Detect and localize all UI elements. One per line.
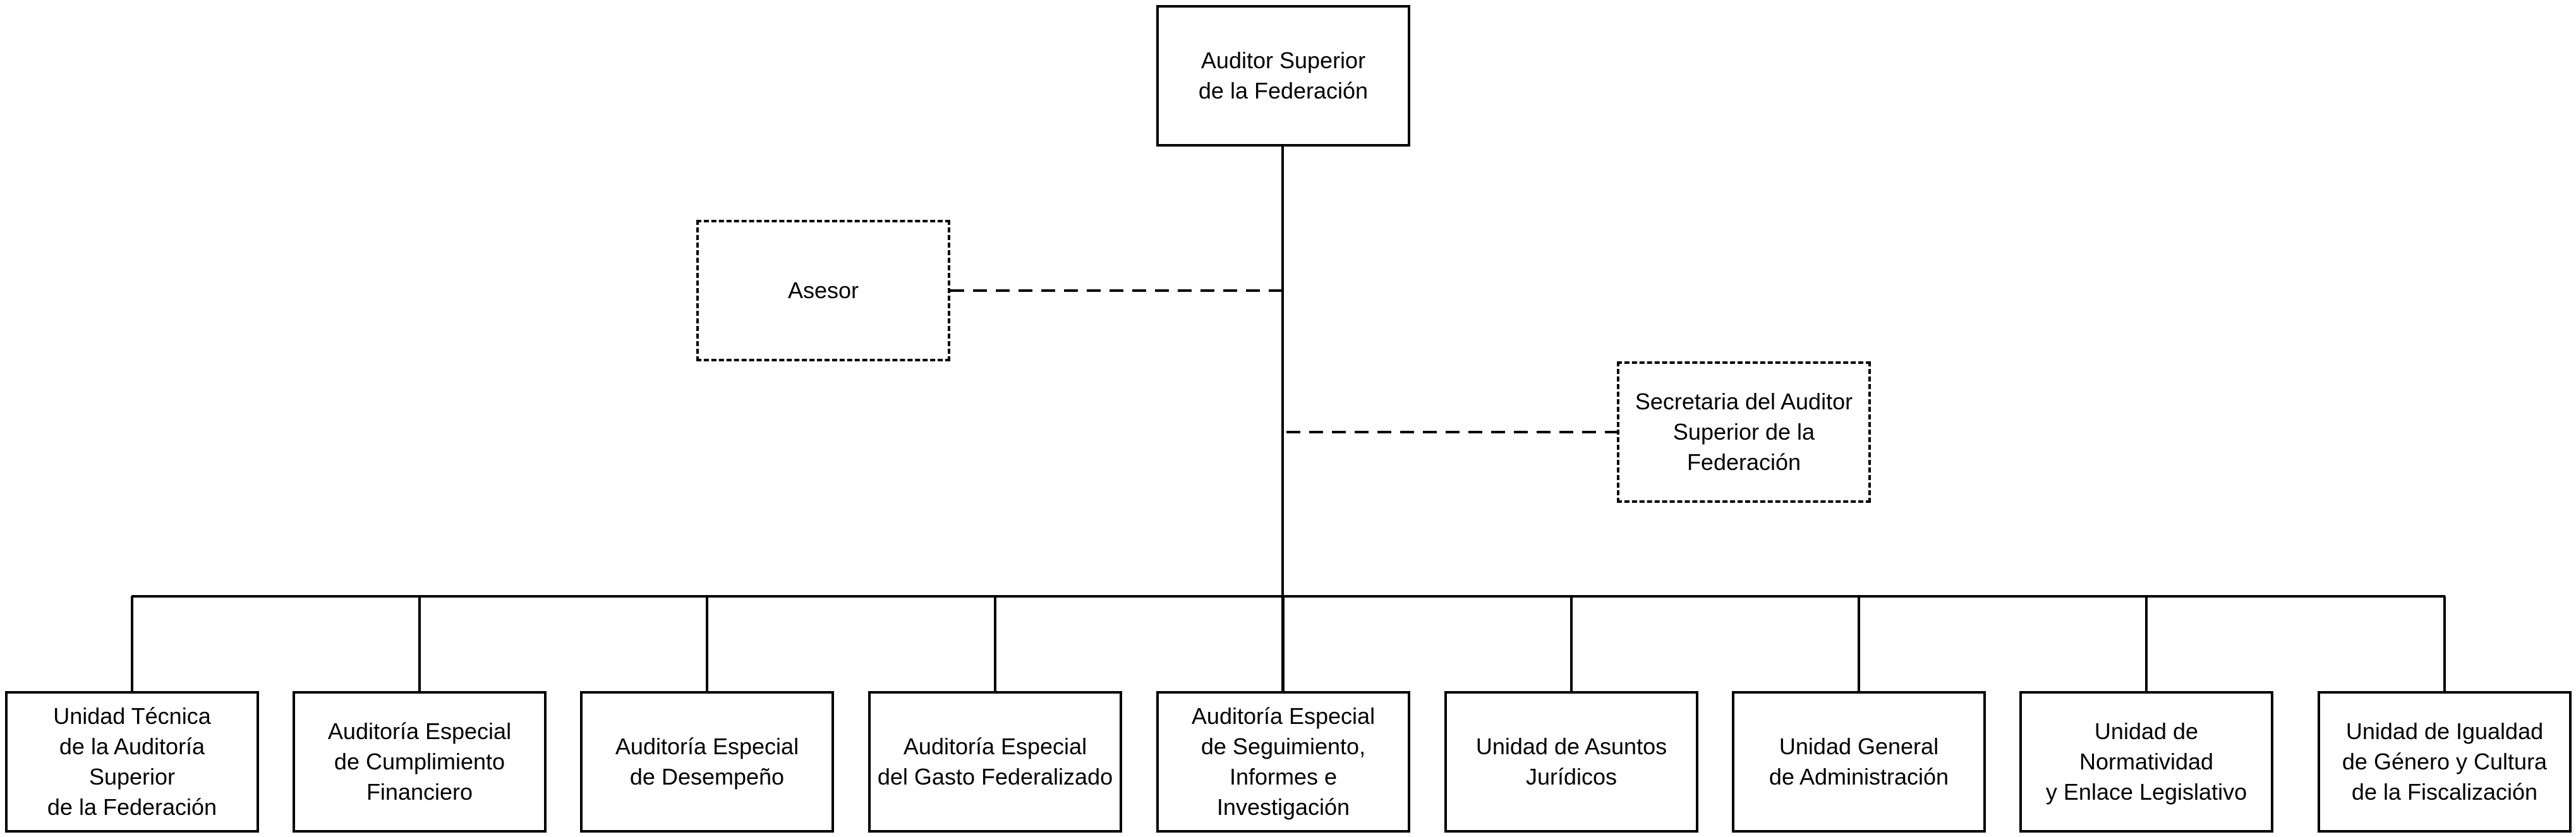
box-unit-2: Auditoría Especial de Cumplimiento Finan… (293, 691, 547, 833)
box-unit-4-label: Auditoría Especial del Gasto Federalizad… (877, 733, 1113, 790)
box-unit-6: Unidad de Asuntos Jurídicos (1444, 691, 1698, 833)
box-secretaria-label: Secretaria del Auditor Superior de la Fe… (1635, 388, 1853, 475)
box-unit-7-label: Unidad General de Administración (1769, 733, 1949, 790)
box-unit-3-label: Auditoría Especial de Desempeño (615, 733, 799, 790)
box-auditor-superior: Auditor Superior de la Federación (1156, 5, 1410, 147)
box-unit-7: Unidad General de Administración (1732, 691, 1986, 833)
box-unit-4: Auditoría Especial del Gasto Federalizad… (868, 691, 1122, 833)
drop-lines (131, 596, 2446, 691)
box-unit-3: Auditoría Especial de Desempeño (580, 691, 834, 833)
box-unit-6-label: Unidad de Asuntos Jurídicos (1475, 733, 1667, 790)
box-unit-9: Unidad de Igualdad de Género y Cultura d… (2318, 691, 2572, 833)
box-unit-1: Unidad Técnica de la Auditoría Superior … (5, 691, 259, 833)
box-auditor-superior-label: Auditor Superior de la Federación (1198, 47, 1369, 104)
box-unit-5-label: Auditoría Especial de Seguimiento, Infor… (1191, 703, 1376, 820)
box-unit-2-label: Auditoría Especial de Cumplimiento Finan… (327, 718, 512, 805)
box-asesor-label: Asesor (787, 277, 859, 303)
box-unit-5: Auditoría Especial de Seguimiento, Infor… (1156, 691, 1410, 833)
box-unit-8-label: Unidad de Normatividad y Enlace Legislat… (2045, 718, 2247, 805)
box-unit-1-label: Unidad Técnica de la Auditoría Superior … (47, 703, 217, 820)
box-asesor: Asesor (696, 220, 950, 361)
box-unit-8: Unidad de Normatividad y Enlace Legislat… (2019, 691, 2273, 833)
box-unit-9-label: Unidad de Igualdad de Género y Cultura d… (2342, 718, 2548, 805)
box-secretaria: Secretaria del Auditor Superior de la Fe… (1617, 361, 1871, 503)
